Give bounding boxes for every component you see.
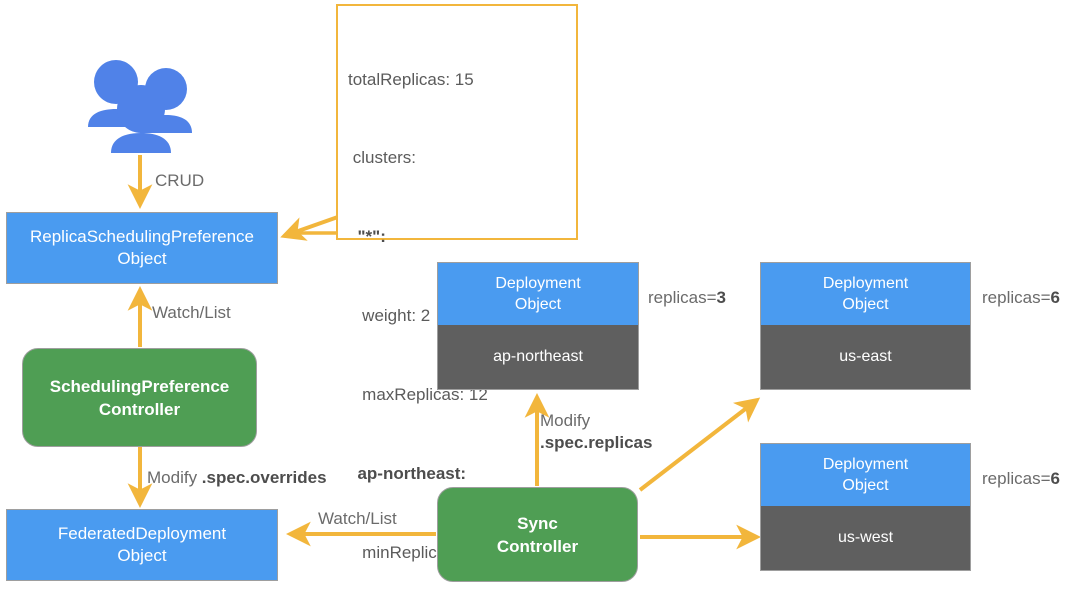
deployment-card-ap-northeast[interactable]: Deployment Object ap-northeast: [437, 262, 639, 390]
sync-controller-title: Sync: [517, 513, 558, 533]
yaml-line: weight: 2: [362, 306, 431, 326]
sync-controller-subtitle: Controller: [496, 536, 579, 556]
replica-scheduling-preference-object[interactable]: ReplicaSchedulingPreference Object: [6, 212, 278, 284]
edge-sync-to-us-east: [638, 397, 761, 492]
edge-label-modify-replicas: Modify.spec.replicas: [540, 411, 653, 452]
deployment-title: Deployment: [495, 275, 581, 292]
federated-deployment-object[interactable]: FederatedDeployment Object: [6, 509, 278, 581]
yaml-line: totalReplicas: 15: [348, 69, 474, 89]
yaml-line: clusters:: [352, 148, 417, 168]
users-group-icon: [78, 55, 204, 153]
replicas-label-ap-northeast: replicas=3: [648, 288, 726, 307]
sched-controller-subtitle: Controller: [98, 399, 181, 419]
deployment-title: Deployment: [822, 456, 909, 473]
deployment-subtitle: Object: [842, 296, 889, 313]
deployment-card-header: Deployment Object: [438, 263, 638, 325]
yaml-spec-box: totalReplicas: 15 clusters: "*": weight:…: [336, 4, 578, 562]
rsp-subtitle: Object: [117, 249, 167, 268]
replicas-label-us-west: replicas=6: [982, 469, 1060, 488]
fed-deployment-subtitle: Object: [117, 546, 167, 565]
rsp-title: ReplicaSchedulingPreference: [30, 227, 254, 246]
deployment-cluster-name: us-east: [761, 325, 970, 389]
scheduling-preference-controller[interactable]: SchedulingPreference Controller: [22, 348, 257, 447]
sync-controller[interactable]: Sync Controller: [437, 487, 638, 582]
deployment-card-header: Deployment Object: [761, 263, 970, 325]
edge-label-modify-overrides: Modify .spec.overrides: [147, 468, 327, 487]
deployment-title: Deployment: [822, 275, 909, 292]
deployment-cluster-name: ap-northeast: [438, 325, 638, 389]
yaml-line: ap-northeast:: [357, 464, 467, 484]
deployment-card-us-west[interactable]: Deployment Object us-west: [760, 443, 971, 571]
sched-controller-title: SchedulingPreference: [49, 376, 230, 396]
deployment-subtitle: Object: [842, 477, 889, 494]
deployment-card-header: Deployment Object: [761, 444, 970, 506]
edge-label-watch-list-bottom: Watch/List: [318, 509, 397, 528]
edge-label-watch-list-top: Watch/List: [152, 303, 231, 322]
yaml-line: "*":: [357, 227, 386, 247]
deployment-cluster-name: us-west: [761, 506, 970, 570]
fed-deployment-title: FederatedDeployment: [57, 524, 227, 543]
edge-label-crud: CRUD: [155, 171, 205, 190]
deployment-subtitle: Object: [514, 296, 562, 313]
replicas-label-us-east: replicas=6: [982, 288, 1060, 307]
deployment-card-us-east[interactable]: Deployment Object us-east: [760, 262, 971, 390]
